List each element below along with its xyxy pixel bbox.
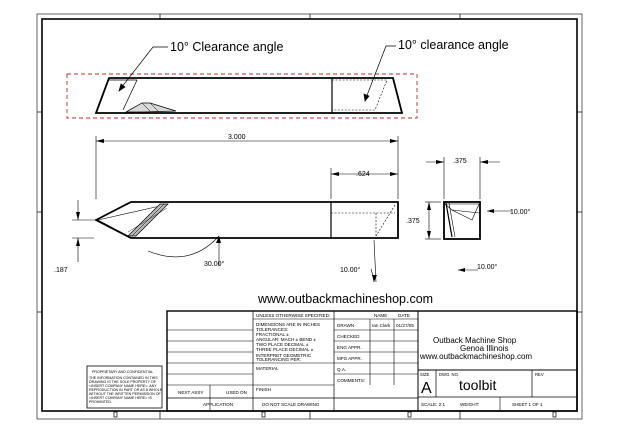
svg-text:SIZE: SIZE [420,372,430,377]
svg-text:ENG APPR.: ENG APPR. [337,345,362,350]
dim-angle-end: 10.00° [477,263,498,271]
proprietary-title: PROPRIETARY AND CONFIDENTIAL [92,370,153,374]
dimension-lines [72,136,512,283]
svg-text:WITHOUT THE WRITTEN PERMISSION: WITHOUT THE WRITTEN PERMISSION OF [89,392,162,396]
svg-text:NAME: NAME [374,313,387,318]
company-city: Genoa Illinois [460,344,508,353]
zone-markers [37,14,582,419]
svg-text:MATERIAL: MATERIAL [256,366,279,371]
top-view [66,73,418,119]
svg-text:REV: REV [535,372,544,377]
drawn-date: 01/27/05 [396,323,414,328]
svg-text:REPRODUCTION IN PART OR AS A W: REPRODUCTION IN PART OR AS A WHOLE [89,388,163,392]
drawing-scale: SCALE: 2:1 [421,402,445,407]
svg-text:THREE PLACE DECIMAL ±: THREE PLACE DECIMAL ± [256,347,314,352]
svg-text:Q.A.: Q.A. [337,367,346,372]
svg-text:DIMENSIONS ARE IN INCHES: DIMENSIONS ARE IN INCHES [256,322,320,327]
website-banner: www.outbackmachineshop.com [257,292,433,306]
svg-text:FRACTIONAL ±: FRACTIONAL ± [256,332,289,337]
dim-angle-front: 10.00° [340,266,361,274]
svg-text:<INSERT COMPANY NAME HERE> IS: <INSERT COMPANY NAME HERE> IS [89,396,152,400]
callout-right-clearance: 10° clearance angle [398,38,509,52]
dim-tip-offset: .187 [54,267,68,274]
svg-text:TOLERANCES:: TOLERANCES: [256,327,288,332]
proprietary-notice: PROPRIETARY AND CONFIDENTIAL THE INFORMA… [86,365,163,409]
company-name: Outback Machine Shop [433,336,517,345]
svg-text:TWO PLACE DECIMAL ±: TWO PLACE DECIMAL ± [256,342,309,347]
callout-leaders [118,45,396,102]
svg-text:<INSERT COMPANY NAME HERE>. AN: <INSERT COMPANY NAME HERE>. ANY [89,384,157,388]
svg-text:TOLERANCING PER:: TOLERANCING PER: [256,357,301,362]
tolerance-header: UNLESS OTHERWISE SPECIFIED: [256,313,330,318]
svg-text:DWG. NO.: DWG. NO. [439,372,459,377]
drawing-weight: WEIGHT: [460,402,479,407]
svg-text:COMMENTS:: COMMENTS: [337,378,365,383]
dim-flat-width: .624 [356,171,370,178]
zone-boxes [113,411,557,418]
front-view-toolbit-body [94,201,399,239]
title-block-grid [166,310,578,412]
dim-end-width: .375 [453,158,467,165]
svg-text:NEXT ASSY: NEXT ASSY [178,390,203,395]
end-view-outline [443,201,481,240]
dim-angle-side: 10.00° [510,208,531,216]
drawing-title: toolbit [459,377,496,393]
dim-length: 3.000 [228,134,246,141]
svg-text:DATE: DATE [398,313,410,318]
top-view-section-outline [66,73,418,119]
svg-text:DRAWING IS THE SOLE PROPERTY O: DRAWING IS THE SOLE PROPERTY OF [89,380,157,384]
svg-text:ANGULAR: MACH ± BEND ±: ANGULAR: MACH ± BEND ± [256,337,316,342]
callout-left-clearance: 10° Clearance angle [170,40,283,54]
svg-text:FINISH: FINISH [256,387,271,392]
sheet-count: SHEET 1 OF 1 [512,402,543,407]
svg-text:INTERPRET GEOMETRIC: INTERPRET GEOMETRIC [256,353,312,358]
svg-text:CHECKED: CHECKED [337,334,360,339]
sheet-size: A [421,380,432,397]
svg-text:DRAWN: DRAWN [337,323,354,328]
svg-text:PROHIBITED.: PROHIBITED. [89,400,112,404]
front-view [94,201,399,239]
top-view-toolbit-body [94,77,404,114]
svg-text:MFG APPR.: MFG APPR. [337,356,362,361]
svg-text:DO NOT SCALE DRAWING: DO NOT SCALE DRAWING [262,402,320,407]
svg-text:THE INFORMATION CONTAINED IN T: THE INFORMATION CONTAINED IN THIS [89,376,158,380]
drawn-name: Ian Clark [372,323,391,328]
dimension-arrowheads [76,139,494,282]
svg-text:USED ON: USED ON [226,390,247,395]
company-url: www.outbackmachineshop.com [419,352,532,361]
dim-end-height: .375 [406,218,420,225]
end-view [443,201,481,240]
dim-tip-angle: 30.00° [204,260,225,268]
svg-text:APPLICATION: APPLICATION [203,402,233,407]
